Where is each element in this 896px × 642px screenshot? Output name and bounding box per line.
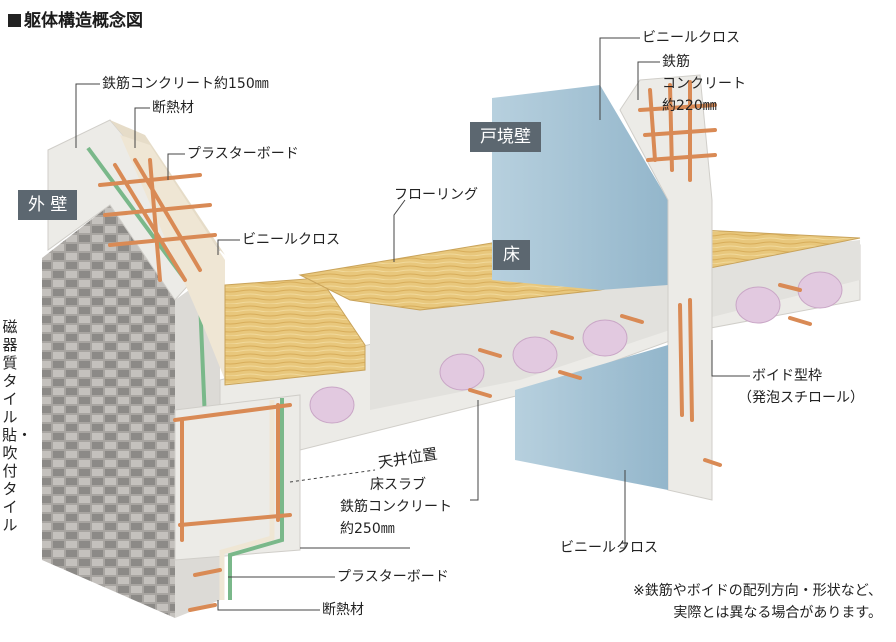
label-plasterboard-bottom: プラスターボード <box>337 569 449 585</box>
label-slab-thickness: 約250㎜ <box>340 521 395 537</box>
title-square-icon <box>8 14 21 27</box>
partition-wall-lower <box>515 345 668 490</box>
label-rc-150: 鉄筋コンクリート約150㎜ <box>102 76 269 92</box>
leader-lines <box>75 37 750 611</box>
tag-exterior-wall: 外 壁 <box>18 190 78 220</box>
label-flooring: フローリング <box>394 187 478 203</box>
title-text: 躯体構造概念図 <box>24 11 143 31</box>
label-tile-vertical: 磁器質タイル貼・吹付タイル <box>2 318 33 534</box>
page-title: 躯体構造概念図 <box>8 6 143 31</box>
label-concrete: コンクリート <box>662 76 746 92</box>
label-vinyl-cloth-top: ビニールクロス <box>642 30 740 46</box>
footnote-line-1: ※鉄筋やボイドの配列方向・形状など、 <box>632 583 882 599</box>
label-vinyl-cloth-bottom: ビニールクロス <box>560 540 658 556</box>
tag-partition-wall: 戸境壁 <box>470 122 541 152</box>
label-insulation-top: 断熱材 <box>152 100 194 116</box>
tag-floor: 床 <box>493 240 530 270</box>
label-void-form-material: （発泡スチロール） <box>738 390 864 406</box>
footnote-line-2: 実際とは異なる場合があります。 <box>673 605 882 621</box>
label-void-form: ボイド型枠 <box>752 368 822 384</box>
label-plasterboard-top: プラスターボード <box>187 146 299 162</box>
label-vinyl-cloth-left: ビニールクロス <box>242 232 340 248</box>
flooring-left <box>224 277 366 386</box>
label-rebar: 鉄筋 <box>662 54 690 70</box>
rebar <box>98 80 812 612</box>
label-insulation-bottom: 断熱材 <box>322 602 364 618</box>
label-slab: 床スラブ <box>370 477 426 493</box>
exterior-wall-concrete <box>47 119 225 421</box>
label-thickness-220: 約220㎜ <box>662 98 717 114</box>
footnote: ※鉄筋やボイドの配列方向・形状など、実際とは異なる場合があります。 <box>633 580 882 624</box>
label-slab-concrete: 鉄筋コンクリート <box>340 499 452 515</box>
void-forms <box>309 271 843 424</box>
